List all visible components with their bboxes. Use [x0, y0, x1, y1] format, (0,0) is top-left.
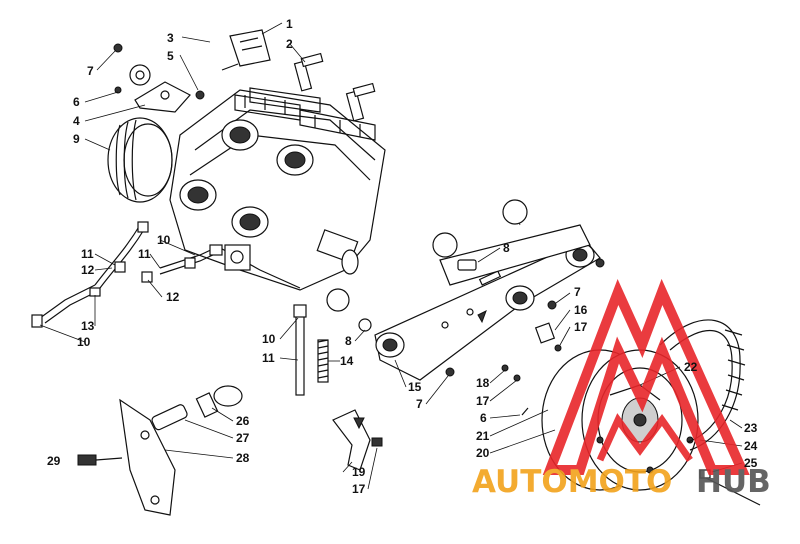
- callout-label: 28: [236, 451, 250, 465]
- callout-label: 16: [574, 303, 588, 317]
- callout-label: 7: [87, 64, 94, 78]
- callout-label: 5: [167, 49, 174, 63]
- callout-label: 13: [81, 319, 95, 333]
- callout-label: 12: [166, 290, 180, 304]
- callout-label: 17: [352, 482, 366, 496]
- callout-label: 7: [574, 285, 581, 299]
- callout-label: 6: [73, 95, 80, 109]
- callout-label: 12: [81, 263, 95, 277]
- fuel-lines: [31, 221, 223, 328]
- callout-label: 6: [480, 411, 487, 425]
- callout-label: 10: [77, 335, 91, 349]
- intake-boots: [179, 119, 314, 238]
- engine-assembly: [169, 52, 386, 291]
- leader-lines: [39, 22, 743, 490]
- callout-label: 3: [167, 31, 174, 45]
- isolator-mounts: [326, 199, 528, 312]
- callout-label: 20: [476, 446, 490, 460]
- recoil-starter: [107, 117, 173, 203]
- callout-label: 8: [345, 334, 352, 348]
- callout-label: 14: [340, 354, 354, 368]
- callout-label: 21: [476, 429, 490, 443]
- callout-label: 10: [157, 233, 171, 247]
- callout-label: 10: [262, 332, 276, 346]
- spark-plugs: [293, 52, 376, 122]
- callout-label: 7: [416, 397, 423, 411]
- drive-belt: [659, 319, 746, 451]
- watermark-inner-shape: [596, 413, 693, 463]
- callout-label: 22: [684, 360, 698, 374]
- watermark-logo: AUTOMOTO HUB: [472, 278, 771, 500]
- gear-bracket: [113, 43, 205, 113]
- watermark-text-auto: AUTOMOTO: [472, 464, 672, 500]
- exhaust-bracket: [77, 385, 243, 516]
- drive-mount-plate: [374, 224, 601, 381]
- callout-labels: 1 2 3 5 7 6 4 9 8 7 16 17 11 11 10 12 12…: [47, 17, 758, 496]
- callout-label: 24: [744, 439, 758, 453]
- callout-label: 15: [408, 380, 422, 394]
- watermark-text-hub: HUB: [696, 464, 771, 500]
- callout-label: 26: [236, 414, 250, 428]
- cylinder-head-fins: [234, 87, 376, 141]
- callout-label: 17: [476, 394, 490, 408]
- callout-label: 18: [476, 376, 490, 390]
- callout-label: 23: [744, 421, 758, 435]
- callout-label: 9: [73, 132, 80, 146]
- callout-label: 29: [47, 454, 61, 468]
- plate-fasteners: [358, 209, 605, 416]
- callout-label: 8: [503, 241, 510, 255]
- callout-label: 4: [73, 114, 80, 128]
- watermark-mountain-shape: [542, 278, 750, 475]
- callout-label: 11: [138, 247, 151, 261]
- callout-label: 2: [286, 37, 293, 51]
- callout-label: 17: [574, 320, 588, 334]
- callout-label: 19: [352, 465, 366, 479]
- mount-bracket-19: [332, 409, 383, 471]
- callout-label: 11: [262, 351, 275, 365]
- callout-label: 27: [236, 431, 250, 445]
- starter-handle: [221, 29, 271, 71]
- callout-label: 11: [81, 247, 94, 261]
- callout-label: 1: [286, 17, 293, 31]
- callout-label: 25: [744, 456, 758, 470]
- hose-and-spring: [293, 304, 329, 396]
